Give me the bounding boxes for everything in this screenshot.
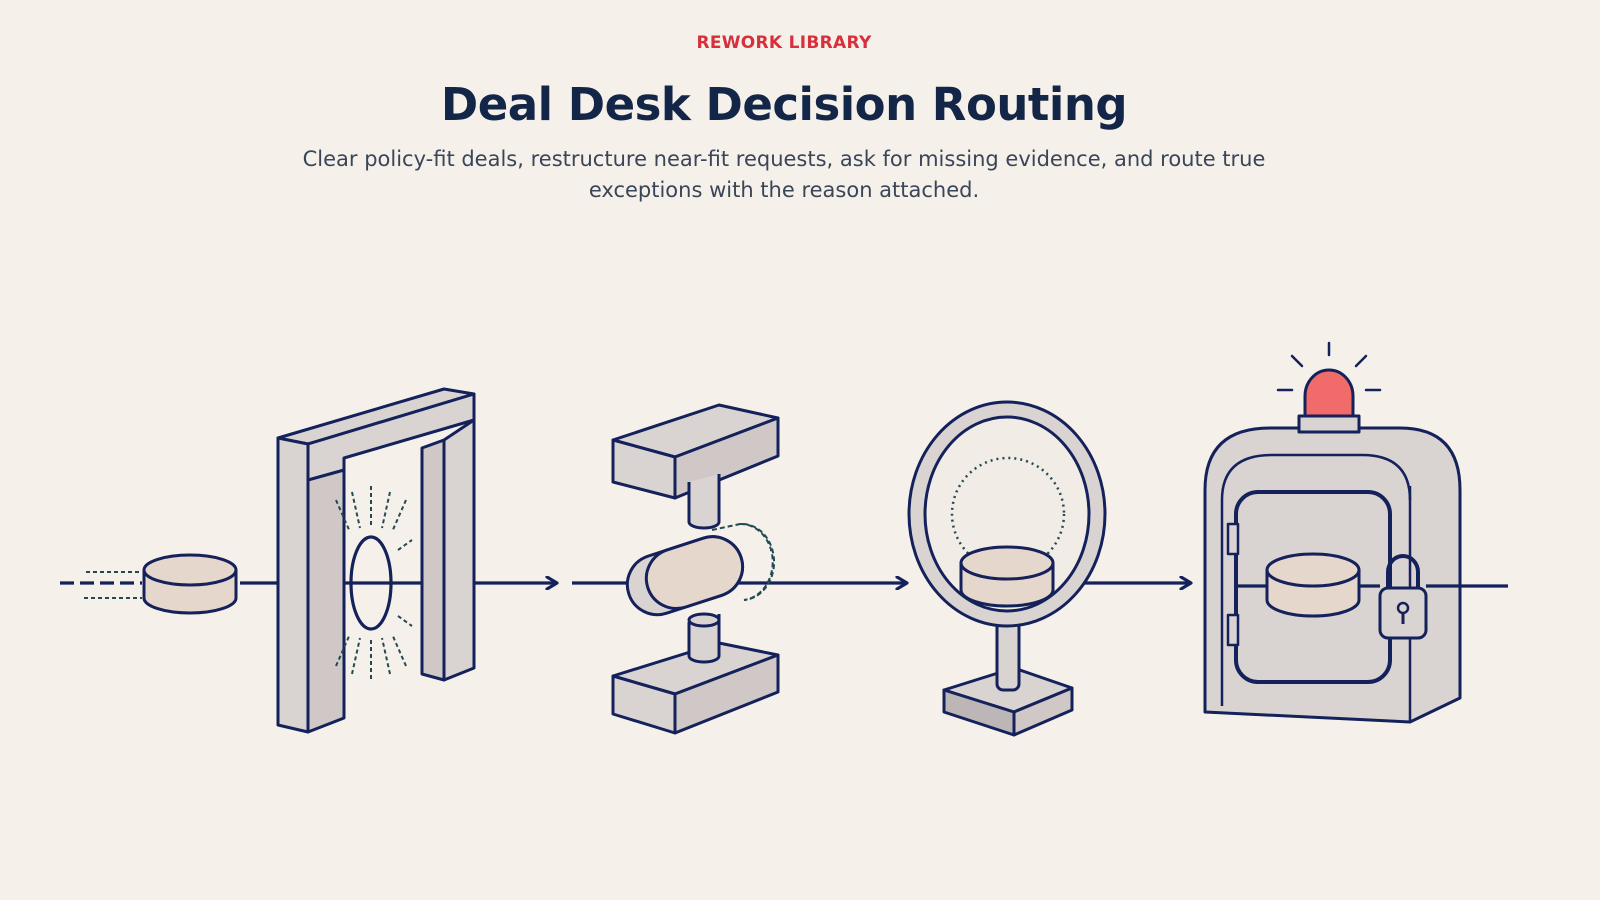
policy-gate-icon [276,387,476,734]
page-title: Deal Desk Decision Routing [440,78,1128,131]
restructure-press-icon [611,403,780,735]
eyebrow-label: REWORK LIBRARY [696,33,872,53]
exception-vault-icon [1203,341,1462,724]
evidence-lens-icon [907,400,1107,737]
incoming-deal-icon [60,553,238,615]
page-subtitle: Clear policy-fit deals, restructure near… [302,147,1266,202]
